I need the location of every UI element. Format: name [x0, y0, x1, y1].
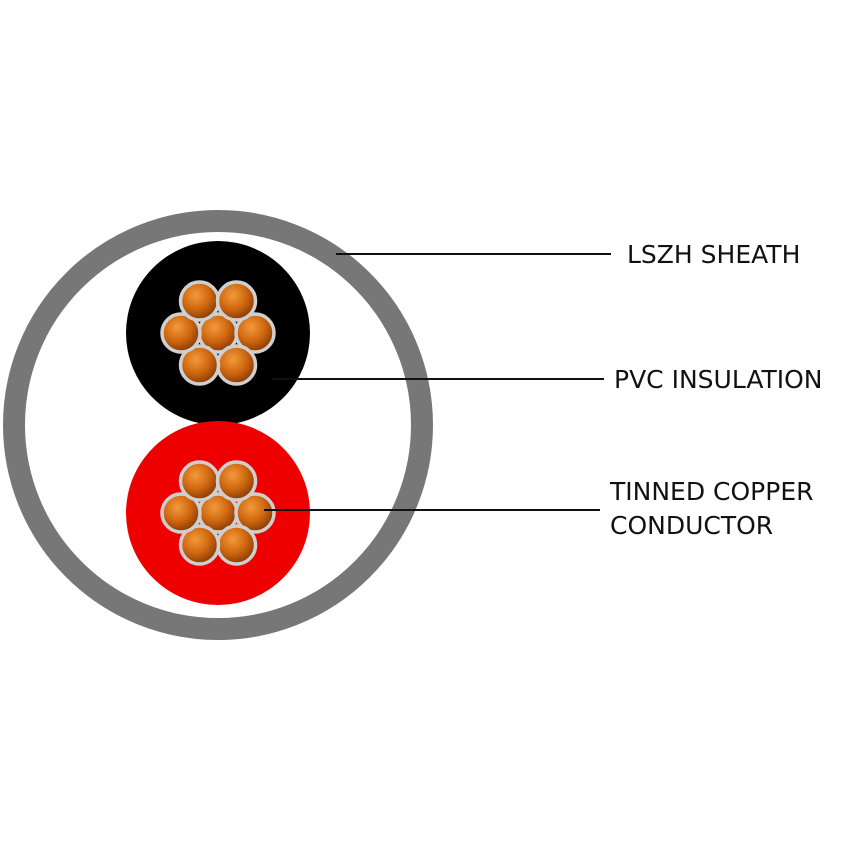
copper-strand-core-2-6 [178, 460, 221, 502]
copper-strand-core-1-4 [178, 344, 221, 386]
label-conductor-line-1: TINNED COPPER [610, 477, 814, 506]
copper-strand-core-2-5 [160, 492, 202, 534]
copper-strand-core-2-4 [178, 524, 221, 566]
label-lszh-sheath: LSZH SHEATH [627, 240, 801, 269]
label-tinned-copper-conductor: TINNED COPPER CONDUCTOR [610, 475, 814, 543]
core-2-tinned-copper-conductor [160, 460, 276, 566]
copper-strand-core-2-3 [215, 524, 258, 566]
label-pvc-insulation: PVC INSULATION [614, 365, 823, 394]
core-1-tinned-copper-conductor [160, 280, 276, 386]
copper-strand-core-1-3 [215, 344, 258, 386]
copper-strand-core-2-2 [234, 492, 276, 534]
copper-strand-core-1-6 [178, 280, 221, 322]
copper-strand-core-2-7 [215, 460, 258, 502]
copper-strand-core-1-7 [215, 280, 258, 322]
copper-strand-core-1-2 [234, 312, 276, 354]
copper-strand-core-1-5 [160, 312, 202, 354]
label-conductor-line-2: CONDUCTOR [610, 511, 774, 540]
